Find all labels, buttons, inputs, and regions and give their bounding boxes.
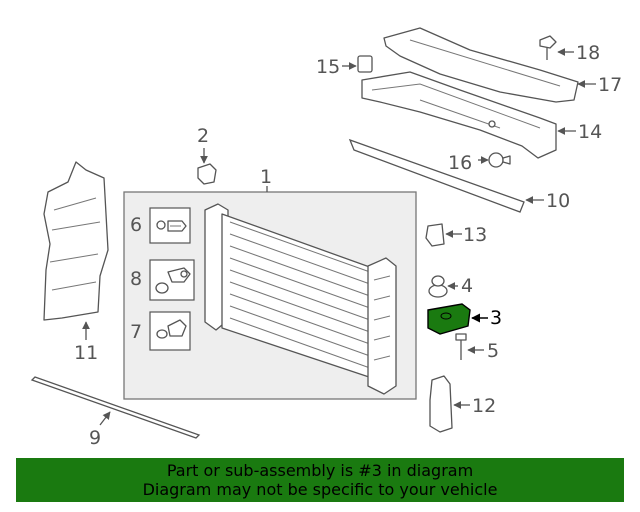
part-16-pushpin xyxy=(488,152,511,168)
part-14-tie-bar xyxy=(361,71,557,159)
callout-18: 18 xyxy=(576,42,600,64)
callout-14: 14 xyxy=(578,121,602,143)
part-7-box xyxy=(149,311,191,351)
callout-17: 17 xyxy=(598,74,622,96)
part-12-bracket xyxy=(429,375,453,433)
banner-line-1: Part or sub-assembly is #3 in diagram xyxy=(166,461,474,480)
part-info-banner: Part or sub-assembly is #3 in diagram Di… xyxy=(16,458,624,502)
part-13-clip xyxy=(425,223,445,247)
part-11-deflector xyxy=(43,161,109,321)
part-18-bolt xyxy=(539,35,557,60)
callout-16: 16 xyxy=(448,152,472,174)
part-5-bolt xyxy=(455,333,467,360)
part-4-grommet xyxy=(428,275,448,298)
callout-3: 3 xyxy=(490,307,502,329)
part-3-bracket-highlighted xyxy=(427,303,471,335)
part-2-clip xyxy=(197,163,217,185)
part-9-seal xyxy=(30,376,201,439)
callout-8: 8 xyxy=(130,268,142,290)
callout-13: 13 xyxy=(463,224,487,246)
callout-4: 4 xyxy=(461,275,473,297)
radiator-core xyxy=(204,203,397,395)
callout-1: 1 xyxy=(260,166,272,188)
part-17-cover xyxy=(383,27,579,103)
callout-6: 6 xyxy=(130,214,142,236)
part-8-box xyxy=(149,259,195,301)
callout-11: 11 xyxy=(74,342,98,364)
part-6-box xyxy=(149,207,191,244)
callout-10: 10 xyxy=(546,190,570,212)
callout-5: 5 xyxy=(487,340,499,362)
callout-15: 15 xyxy=(316,56,340,78)
callout-7: 7 xyxy=(130,321,142,343)
part-15-clip xyxy=(357,55,373,73)
callout-2: 2 xyxy=(197,125,209,147)
parts-diagram: 1 6 8 7 2 11 9 xyxy=(30,27,622,449)
banner-line-2: Diagram may not be specific to your vehi… xyxy=(142,480,498,499)
callout-12: 12 xyxy=(472,395,496,417)
part-10-seal xyxy=(348,138,525,213)
callout-9: 9 xyxy=(89,427,101,449)
